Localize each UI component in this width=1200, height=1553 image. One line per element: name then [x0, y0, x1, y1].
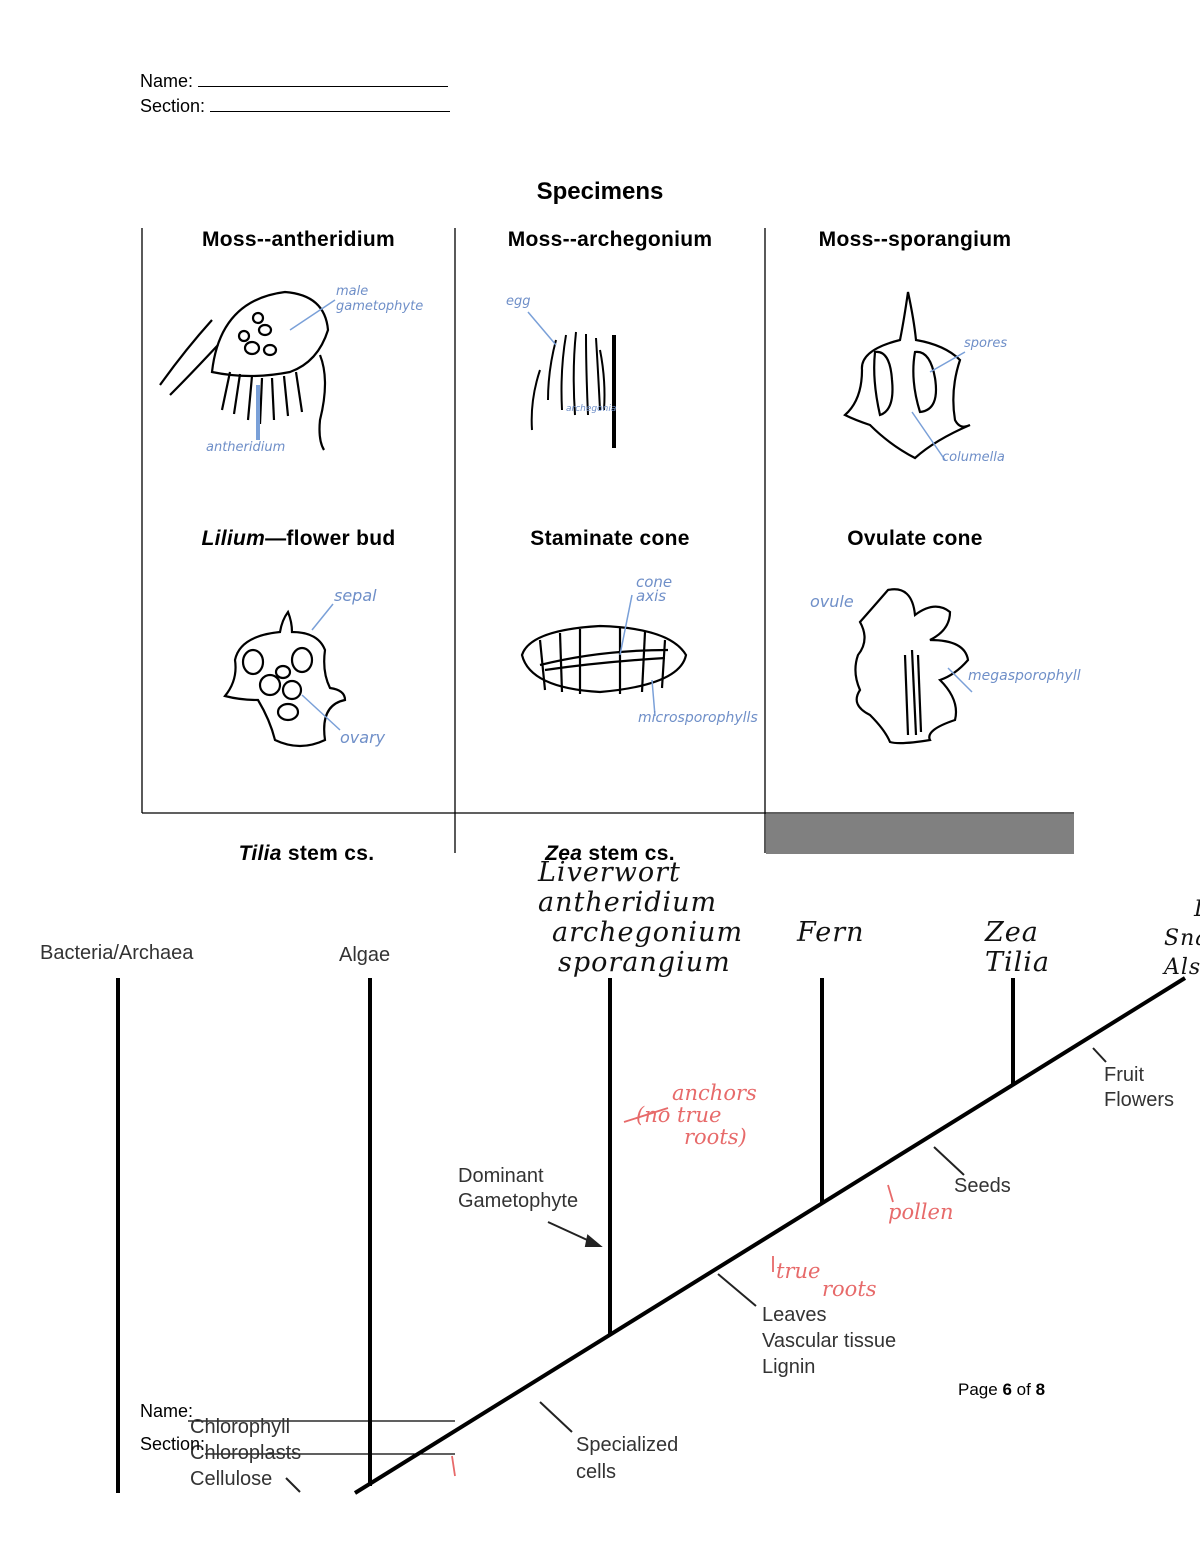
red-pollen: pollen: [888, 1200, 954, 1224]
trait-specialized: Specialized: [576, 1434, 679, 1456]
trait-chloroplasts: Chloroplasts: [190, 1442, 302, 1464]
cell-title-moss-archegonium: Moss--archegonium: [507, 228, 713, 251]
annot-ovary: ovary: [340, 728, 386, 747]
red-pointers: [451, 1107, 894, 1477]
taxon-algae: Algae: [339, 944, 391, 966]
hand-fern: Fern: [797, 917, 865, 948]
trait-chlorophyll-group: Chlorophyll Chloroplasts Cellulose: [190, 1414, 301, 1492]
red-true: true: [776, 1259, 821, 1283]
hand-zea-tilia: Zea Tilia: [985, 918, 1050, 978]
lilium-drawing: [223, 609, 347, 748]
cell-title-staminate-cone: Staminate cone: [530, 527, 690, 550]
page-prefix: Page: [958, 1380, 998, 1399]
trait-lignin: Lignin: [762, 1356, 816, 1378]
cell-title-lilium: Lilium—flower bud: [142, 527, 455, 551]
section-field: Section:: [140, 95, 451, 117]
hand-cut-off: L Sna Als: [1164, 895, 1200, 982]
cell-title-tilia: Tilia stem cs.: [150, 842, 463, 866]
hand-cut-als: Als: [1164, 955, 1200, 980]
hand-archegonium: archegonium: [552, 917, 744, 948]
overlay-section-label: Section:: [140, 1434, 206, 1454]
tilia-rest: stem cs.: [281, 842, 375, 865]
taxon-bacteria-archaea: Bacteria/Archaea: [40, 942, 194, 964]
hand-antheridium: antheridium: [538, 887, 718, 918]
tree-main-axis: [353, 976, 1187, 1495]
trait-seeds: Seeds: [954, 1175, 1011, 1197]
trait-fruit-flowers: Fruit Flowers: [1104, 1063, 1174, 1113]
trait-cells: cells: [576, 1461, 617, 1483]
page-of: of: [1016, 1380, 1031, 1399]
annot-megasporophyll: megasporophyll: [968, 668, 1081, 684]
hand-cut-sna: Sna: [1164, 926, 1200, 951]
cell-title-moss-sporangium: Moss--sporangium: [818, 228, 1012, 251]
red-true-roots: true roots: [776, 1259, 877, 1301]
hand-sporangium: sporangium: [558, 947, 731, 978]
zea-rest: stem cs.: [582, 842, 675, 865]
section-line: [210, 95, 451, 112]
phylogenetic-tree: [116, 976, 1187, 1495]
page-total: 8: [1035, 1380, 1046, 1399]
trait-gametophyte: Gametophyte: [458, 1190, 579, 1212]
annot-sepal: sepal: [334, 586, 377, 605]
trait-leaves: Leaves: [762, 1304, 827, 1326]
hand-tilia: Tilia: [985, 947, 1051, 978]
name-label: Name:: [140, 71, 194, 91]
red-roots: roots): [684, 1125, 747, 1149]
red-no-true: (no true: [636, 1103, 722, 1127]
sporangium-drawing: [843, 291, 971, 460]
red-anchors-note: anchors (no true roots): [636, 1081, 757, 1149]
trait-dominant-gametophyte: Dominant Gametophyte: [458, 1164, 578, 1214]
red-roots-2: roots: [822, 1277, 877, 1301]
hand-zea: Zea: [985, 917, 1039, 948]
annot-ovule: ovule: [810, 592, 854, 611]
lilium-italic: Lilium: [201, 527, 266, 550]
trait-dominant: Dominant: [458, 1165, 544, 1187]
section-label: Section:: [140, 96, 206, 116]
name-field: Name:: [140, 70, 449, 92]
trait-leaves-vascular-lignin: Leaves Vascular tissue Lignin: [762, 1302, 896, 1380]
name-line: [198, 70, 449, 87]
trait-pointers: [285, 1047, 1107, 1493]
trait-vascular-tissue: Vascular tissue: [762, 1330, 897, 1352]
red-anchors: anchors: [672, 1081, 757, 1105]
annot-cone-axis: cone axis: [636, 573, 673, 605]
trait-specialized-cells: Specialized cells: [576, 1432, 678, 1486]
ovulate-cone-drawing: [854, 588, 970, 745]
hand-cut-l: L: [1164, 895, 1200, 924]
hand-liverwort-list: Liverwort antheridium archegonium sporan…: [538, 858, 743, 978]
antheridium-drawing: [159, 290, 330, 451]
overlay-name-label: Name:: [140, 1401, 194, 1421]
tilia-italic: Tilia: [238, 842, 282, 865]
page-number: Page 6 of 8: [958, 1380, 1045, 1400]
grey-cell: [766, 814, 1074, 854]
annot-antheridium: antheridium: [206, 440, 286, 455]
staminate-cone-drawing: [520, 624, 688, 694]
trait-chlorophyll: Chlorophyll: [190, 1416, 291, 1438]
page-title: Specimens: [536, 178, 664, 205]
cell-title-zea: Zea stem cs.: [455, 842, 765, 866]
annot-archegonia: archegonia: [566, 404, 617, 414]
cell-title-ovulate-cone: Ovulate cone: [847, 527, 983, 550]
annot-egg: egg: [506, 294, 531, 309]
hand-liverwort: Liverwort: [538, 857, 681, 888]
zea-italic: Zea: [545, 842, 583, 865]
annot-microsporophylls: microsporophylls: [638, 710, 758, 726]
annot-spores: spores: [964, 336, 1008, 351]
trait-cellulose: Cellulose: [190, 1468, 273, 1490]
trait-flowers: Flowers: [1104, 1089, 1175, 1111]
archegonium-drawing: [530, 331, 616, 448]
annot-columella: columella: [942, 450, 1005, 465]
page-current: 6: [1002, 1380, 1012, 1399]
trait-fruit: Fruit: [1104, 1064, 1144, 1086]
lilium-rest: —flower bud: [265, 527, 396, 550]
cell-title-moss-antheridium: Moss--antheridium: [202, 228, 395, 251]
annot-male-gametophyte: male gametophyte: [336, 284, 424, 314]
